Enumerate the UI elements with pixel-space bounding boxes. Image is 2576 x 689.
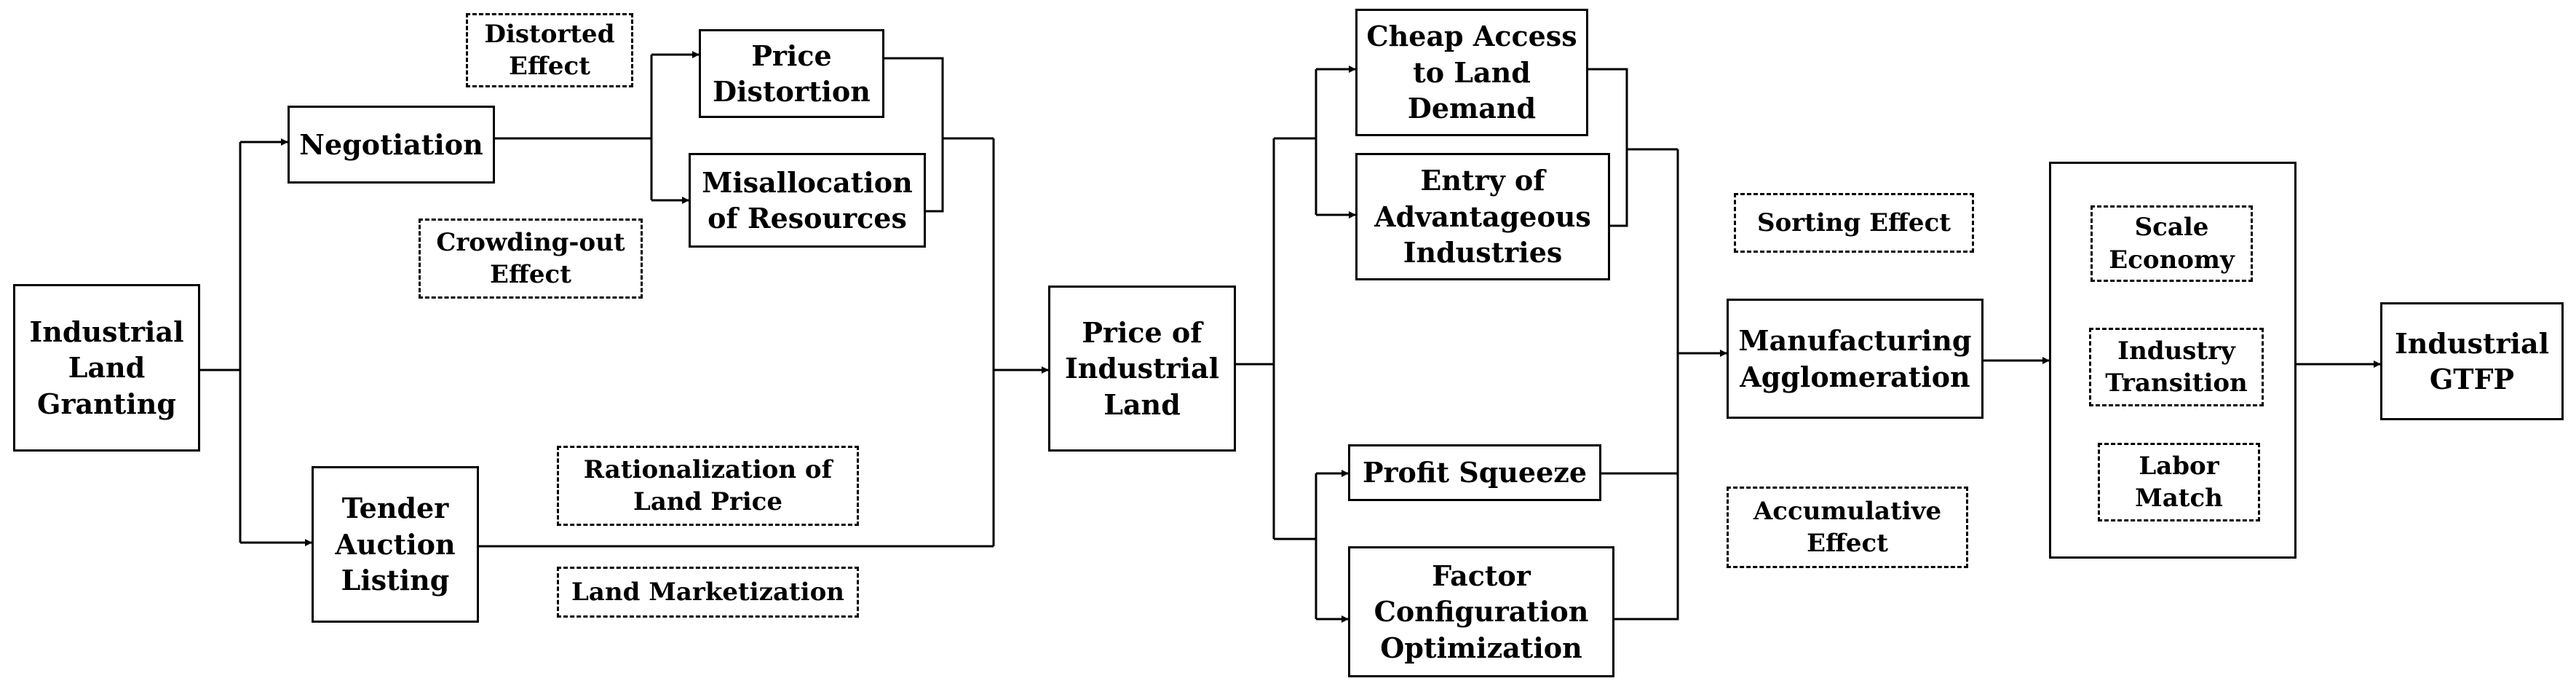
sorting-effect-label: Sorting Effect bbox=[1734, 193, 1974, 253]
cheap-access-box: Cheap Access to Land Demand bbox=[1355, 9, 1588, 136]
connector-upper-merge bbox=[1588, 68, 1628, 227]
factor-configuration-box: Factor Configuration Optimization bbox=[1348, 546, 1614, 677]
industrial-land-granting-box: Industrial Land Granting bbox=[13, 284, 200, 452]
crowding-out-effect-label: Crowding-out Effect bbox=[419, 218, 643, 299]
misallocation-box: Misallocation of Resources bbox=[689, 153, 926, 248]
rationalization-label: Rationalization of Land Price bbox=[557, 446, 859, 526]
labor-match-label: Labor Match bbox=[2098, 443, 2260, 521]
distorted-effect-label: Distorted Effect bbox=[466, 13, 633, 87]
scale-economy-label: Scale Economy bbox=[2090, 205, 2253, 282]
land-marketization-label: Land Marketization bbox=[557, 567, 859, 618]
connector-distortion-merge bbox=[884, 57, 944, 213]
profit-squeeze-box: Profit Squeeze bbox=[1348, 444, 1601, 501]
mechanisms-frame bbox=[2049, 162, 2296, 559]
entry-advantageous-box: Entry of Advantageous Industries bbox=[1355, 153, 1610, 280]
manufacturing-agglomeration-box: Manufacturing Agglomeration bbox=[1727, 299, 1983, 419]
accumulative-effect-label: Accumulative Effect bbox=[1727, 487, 1968, 568]
industrial-gtfp-box: Industrial GTFP bbox=[2380, 302, 2564, 420]
negotiation-box: Negotiation bbox=[288, 106, 495, 184]
price-of-industrial-land-box: Price of Industrial Land bbox=[1048, 286, 1236, 452]
price-distortion-box: Price Distortion bbox=[699, 29, 884, 118]
industry-transition-label: Industry Transition bbox=[2089, 328, 2264, 406]
tender-auction-listing-box: Tender Auction Listing bbox=[312, 466, 479, 623]
